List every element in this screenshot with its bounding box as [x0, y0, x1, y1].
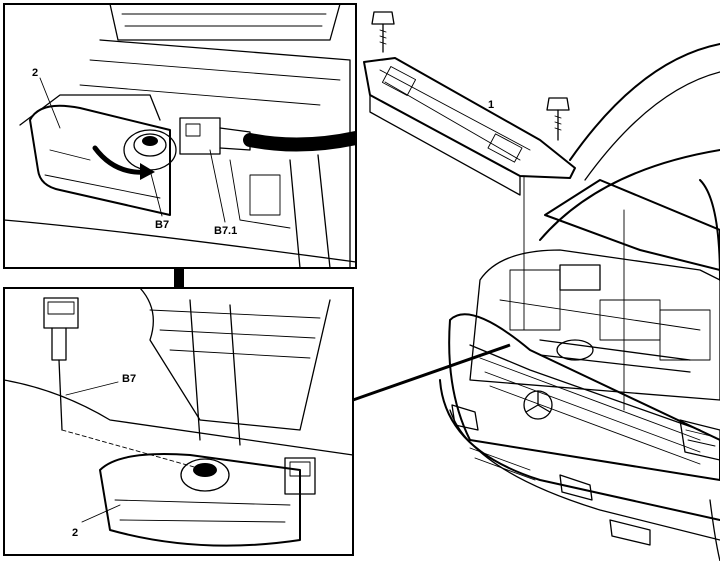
inset-link [174, 268, 184, 288]
top-inset-panel: 2 B7 B7.1 [3, 3, 357, 269]
part-label: 1 [488, 99, 494, 111]
main-vehicle-view [363, 11, 720, 561]
detail-pointer [352, 343, 511, 402]
sensor-label: B7 [155, 219, 169, 231]
sensor-label: B7 [122, 373, 136, 385]
container-label: 2 [32, 67, 38, 79]
emblem-icon [523, 390, 553, 420]
bottom-inset-panel: B7 2 [3, 287, 354, 556]
container-label: 2 [72, 527, 78, 539]
bolt-right-icon [546, 97, 570, 141]
bolt-left-icon [371, 11, 395, 53]
connector-label: B7.1 [214, 225, 237, 237]
cover-bracket [363, 57, 576, 196]
